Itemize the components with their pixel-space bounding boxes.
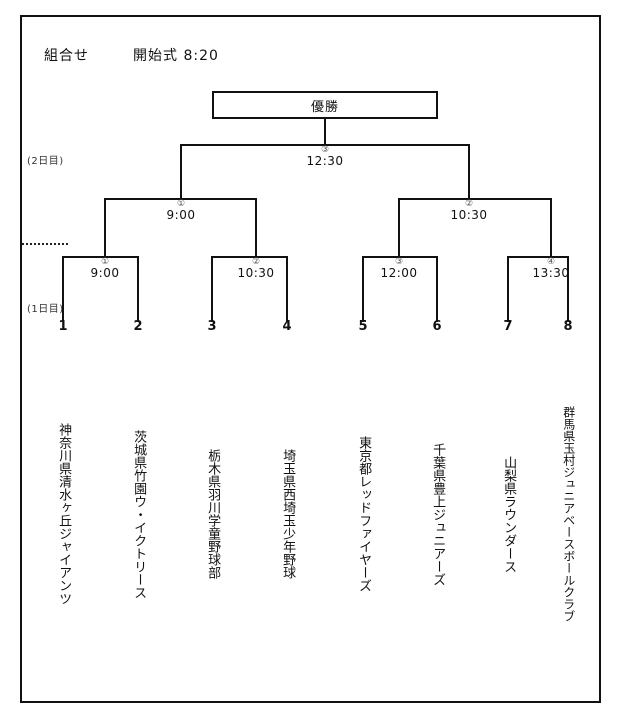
team-2-name: 茨城県竹園ウ・イクトリース	[131, 429, 147, 599]
team-1-drop-line	[62, 256, 64, 322]
team-3-seed: 3	[207, 319, 217, 334]
team-8-seed: 8	[563, 319, 573, 334]
quarterfinal-4-crossbar	[507, 256, 568, 258]
team-7-drop-line	[507, 256, 509, 322]
match-quarterfinal-2-number: ②	[251, 257, 261, 267]
quarterfinal-3-stem	[398, 198, 400, 257]
team-4-seed: 4	[282, 319, 292, 334]
team-5-name: 東京都レッドファイヤーズ	[356, 436, 372, 592]
quarterfinal-3-crossbar	[362, 256, 437, 258]
semifinal-right-stem	[468, 144, 470, 199]
match-quarterfinal-1-time: 9:00	[90, 266, 120, 281]
match-semifinal-1-time: 9:00	[166, 208, 196, 223]
final-crossbar	[181, 144, 469, 146]
match-quarterfinal-3: ③ 12:00	[364, 257, 434, 281]
team-1-seed: 1	[58, 319, 68, 334]
team-column-5: 5 東京都レッドファイヤーズ	[346, 320, 380, 693]
match-semifinal-2-time: 10:30	[450, 208, 488, 223]
quarterfinal-1-stem	[104, 198, 106, 257]
match-final-time: 12:30	[306, 154, 344, 169]
team-column-7: 7 山梨県ラウンダース	[491, 320, 525, 693]
champion-box: 優勝	[212, 91, 438, 119]
team-column-6: 6 千葉県豊上ジュニアーズ	[420, 320, 454, 693]
opening-ceremony-time: 開始式 8:20	[133, 48, 219, 64]
semifinal-right-crossbar	[399, 198, 551, 200]
team-5-seed: 5	[358, 319, 368, 334]
champion-label: 優勝	[310, 99, 339, 115]
day-1-label: (1日目)	[27, 304, 64, 315]
quarterfinal-4-stem	[550, 198, 552, 257]
team-5-drop-line	[362, 256, 364, 322]
semifinal-left-crossbar	[105, 198, 256, 200]
team-4-drop-line	[286, 256, 288, 322]
team-column-1: 1 神奈川県清水ヶ丘ジャイアンツ	[46, 320, 80, 693]
final-stem-line	[324, 119, 326, 145]
team-6-seed: 6	[432, 319, 442, 334]
team-column-2: 2 茨城県竹園ウ・イクトリース	[121, 320, 155, 693]
match-quarterfinal-4-number: ④	[546, 257, 556, 267]
match-semifinal-2-number: ②	[464, 199, 474, 209]
team-3-drop-line	[211, 256, 213, 322]
team-6-name: 千葉県豊上ジュニアーズ	[430, 442, 446, 586]
team-column-4: 4 埼玉県西埼玉少年野球	[270, 320, 304, 693]
match-quarterfinal-1: ① 9:00	[70, 257, 140, 281]
team-1-name: 神奈川県清水ヶ丘ジャイアンツ	[56, 423, 72, 605]
team-column-3: 3 栃木県羽川学童野球部	[195, 320, 229, 693]
match-quarterfinal-2: ② 10:30	[221, 257, 291, 281]
quarterfinal-2-crossbar	[211, 256, 287, 258]
quarterfinal-2-stem	[255, 198, 257, 257]
team-column-8: 8 群馬県玉村ジュニアベースボールクラブ	[551, 320, 585, 693]
match-semifinal-2: ② 10:30	[434, 199, 504, 223]
match-semifinal-1: ① 9:00	[146, 199, 216, 223]
match-quarterfinal-4: ④ 13:30	[516, 257, 586, 281]
match-quarterfinal-3-time: 12:00	[380, 266, 418, 281]
match-quarterfinal-3-number: ③	[394, 257, 404, 267]
team-4-name: 埼玉県西埼玉少年野球	[280, 449, 296, 579]
quarterfinal-1-crossbar	[62, 256, 138, 258]
match-final: ③ 12:30	[290, 145, 360, 169]
chart-frame	[20, 15, 601, 703]
team-3-name: 栃木県羽川学童野球部	[205, 449, 221, 579]
team-8-drop-line	[567, 256, 569, 322]
match-quarterfinal-2-time: 10:30	[237, 266, 275, 281]
team-2-drop-line	[137, 256, 139, 322]
match-final-number: ③	[320, 145, 330, 155]
match-quarterfinal-1-number: ①	[100, 257, 110, 267]
match-quarterfinal-4-time: 13:30	[532, 266, 570, 281]
team-7-name: 山梨県ラウンダース	[501, 455, 517, 573]
team-7-seed: 7	[503, 319, 513, 334]
team-2-seed: 2	[133, 319, 143, 334]
day-divider	[22, 243, 68, 245]
match-semifinal-1-number: ①	[176, 199, 186, 209]
team-8-name: 群馬県玉村ジュニアベースボールクラブ	[561, 406, 576, 622]
semifinal-left-stem	[180, 144, 182, 199]
page-title: 組合せ	[44, 48, 89, 64]
day-2-label: (2日目)	[27, 156, 64, 167]
team-6-drop-line	[436, 256, 438, 322]
